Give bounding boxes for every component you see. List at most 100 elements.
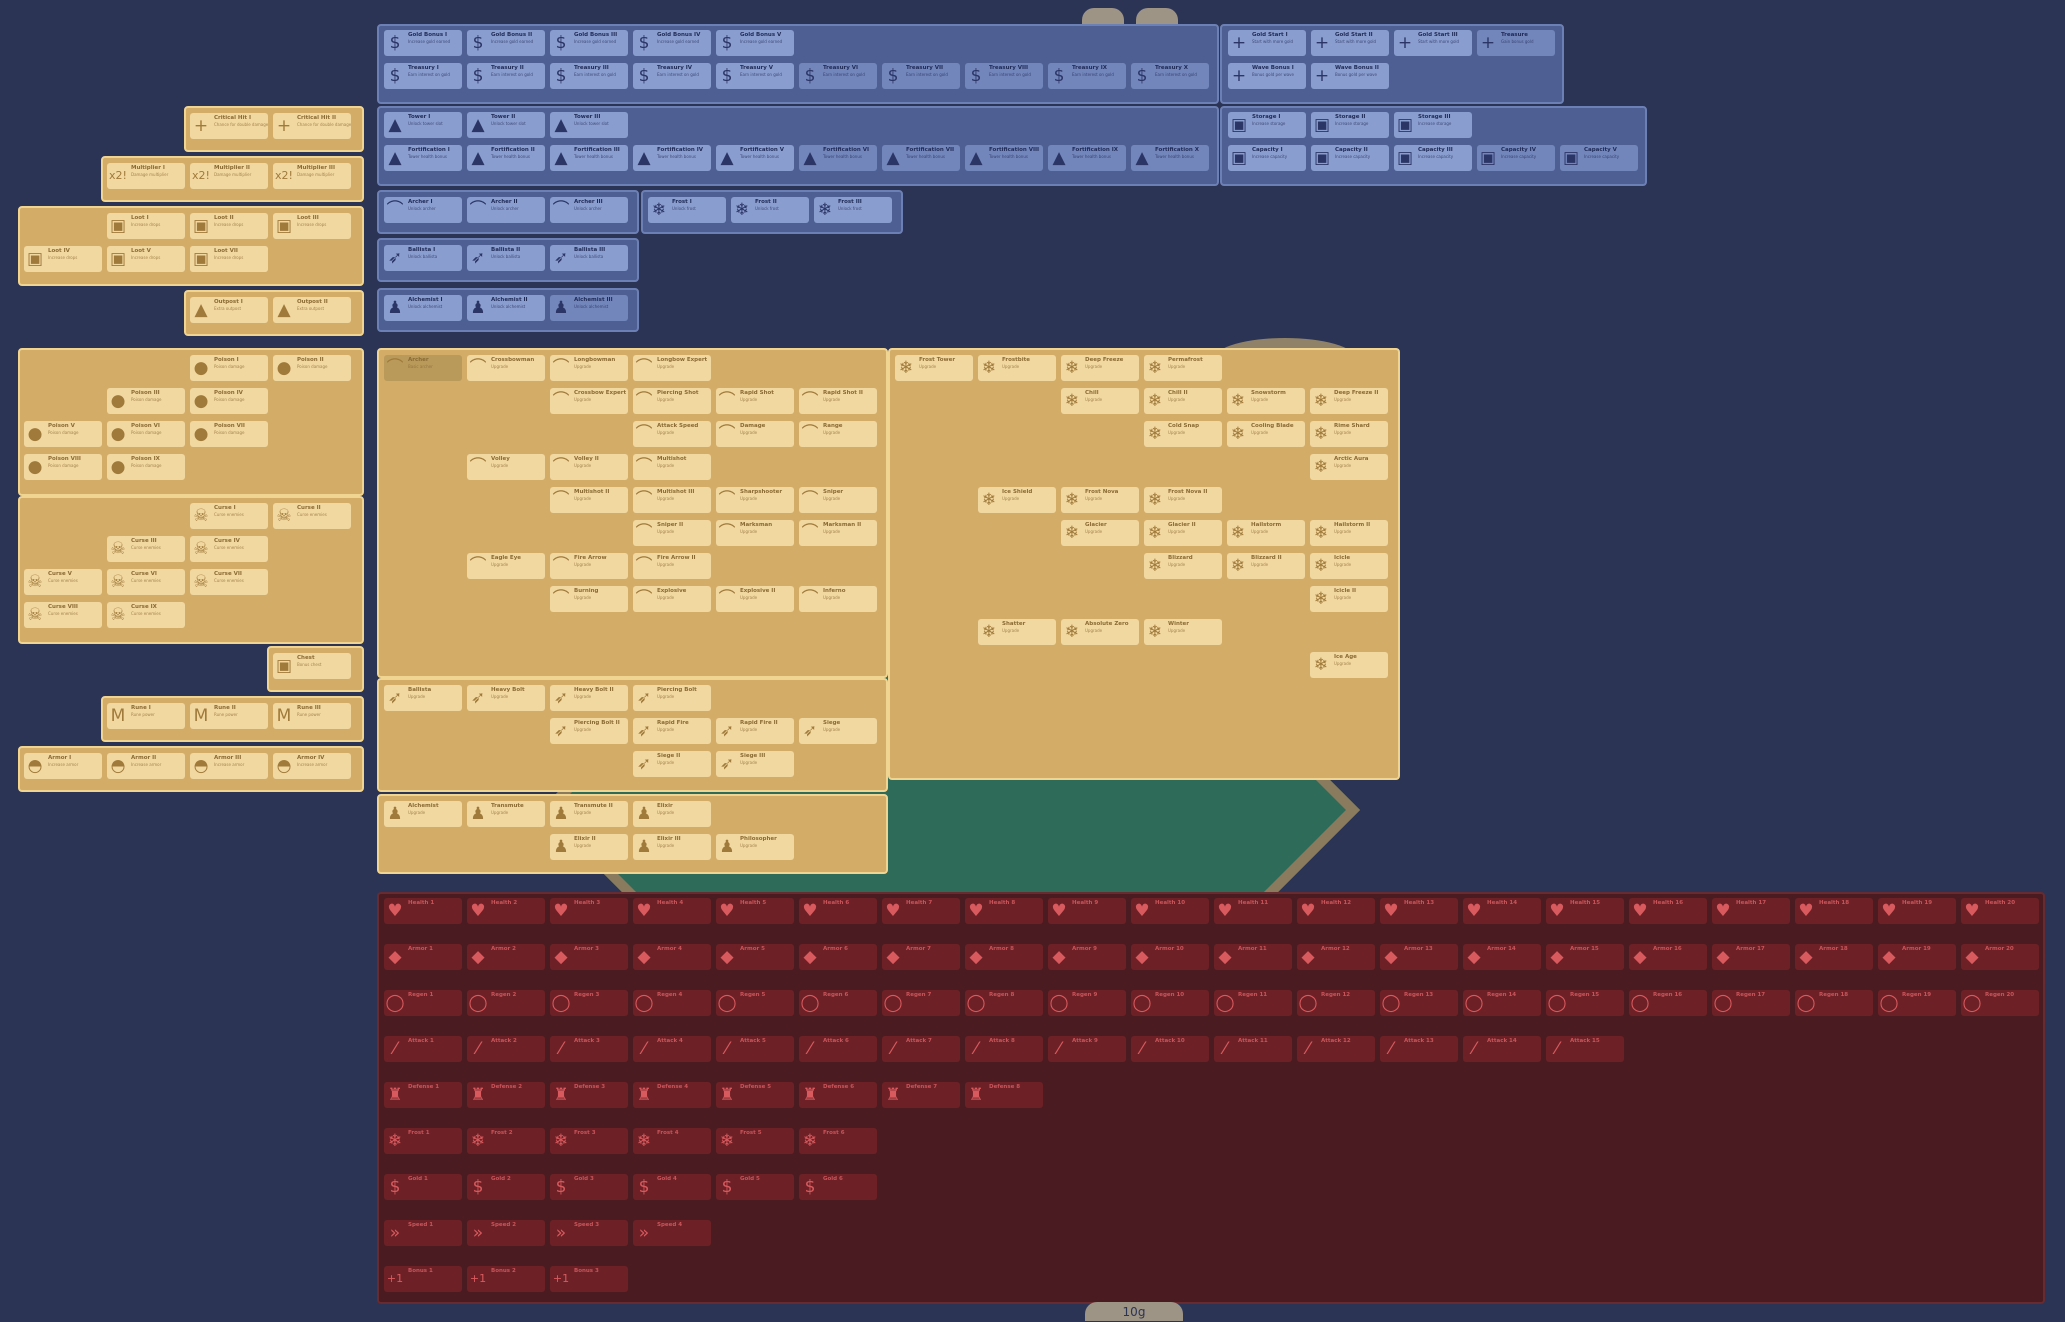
shield-skill-node[interactable]: ◆Armor 17 xyxy=(1712,944,1790,970)
circle-skill-node[interactable]: ◯Regen 12 xyxy=(1297,990,1375,1016)
dollar-skill-node[interactable]: $Gold 3 xyxy=(550,1174,628,1200)
sword-skill-node[interactable]: ⁄Attack 10 xyxy=(1131,1036,1209,1062)
sword-skill-node[interactable]: ⁄Attack 5 xyxy=(716,1036,794,1062)
rook-skill-node[interactable]: ♜Defense 7 xyxy=(882,1082,960,1108)
shield-skill-node[interactable]: ◆Armor 2 xyxy=(467,944,545,970)
dollar-skill-node[interactable]: $Gold 1 xyxy=(384,1174,462,1200)
shield-skill-node[interactable]: ◆Armor 19 xyxy=(1878,944,1956,970)
circle-skill-node[interactable]: ◯Regen 5 xyxy=(716,990,794,1016)
frost-skill-node[interactable]: ❄Frost 6 xyxy=(799,1128,877,1154)
rook-skill-node[interactable]: ♜Defense 5 xyxy=(716,1082,794,1108)
shield-skill-node[interactable]: ◆Armor 10 xyxy=(1131,944,1209,970)
shield-skill-node[interactable]: ◆Armor 1 xyxy=(384,944,462,970)
heart-skill-node[interactable]: ♥Health 13 xyxy=(1380,898,1458,924)
sword-skill-node[interactable]: ⁄Attack 4 xyxy=(633,1036,711,1062)
sword-skill-node[interactable]: ⁄Attack 11 xyxy=(1214,1036,1292,1062)
heart-skill-node[interactable]: ♥Health 2 xyxy=(467,898,545,924)
shield-skill-node[interactable]: ◆Armor 20 xyxy=(1961,944,2039,970)
heart-skill-node[interactable]: ♥Health 9 xyxy=(1048,898,1126,924)
shield-skill-node[interactable]: ◆Armor 5 xyxy=(716,944,794,970)
shield-skill-node[interactable]: ◆Armor 12 xyxy=(1297,944,1375,970)
circle-skill-node[interactable]: ◯Regen 1 xyxy=(384,990,462,1016)
chevrons-skill-node[interactable]: »Speed 4 xyxy=(633,1220,711,1246)
frost-skill-node[interactable]: ❄Frost 3 xyxy=(550,1128,628,1154)
heart-skill-node[interactable]: ♥Health 16 xyxy=(1629,898,1707,924)
rook-skill-node[interactable]: ♜Defense 1 xyxy=(384,1082,462,1108)
dollar-skill-node[interactable]: $Gold 5 xyxy=(716,1174,794,1200)
shield-skill-node[interactable]: ◆Armor 4 xyxy=(633,944,711,970)
chevrons-skill-node[interactable]: »Speed 2 xyxy=(467,1220,545,1246)
rook-skill-node[interactable]: ♜Defense 8 xyxy=(965,1082,1043,1108)
circle-skill-node[interactable]: ◯Regen 11 xyxy=(1214,990,1292,1016)
heart-skill-node[interactable]: ♥Health 17 xyxy=(1712,898,1790,924)
circle-skill-node[interactable]: ◯Regen 16 xyxy=(1629,990,1707,1016)
circle-skill-node[interactable]: ◯Regen 3 xyxy=(550,990,628,1016)
heart-skill-node[interactable]: ♥Health 20 xyxy=(1961,898,2039,924)
sword-skill-node[interactable]: ⁄Attack 9 xyxy=(1048,1036,1126,1062)
rook-skill-node[interactable]: ♜Defense 6 xyxy=(799,1082,877,1108)
frost-skill-node[interactable]: ❄Frost 2 xyxy=(467,1128,545,1154)
